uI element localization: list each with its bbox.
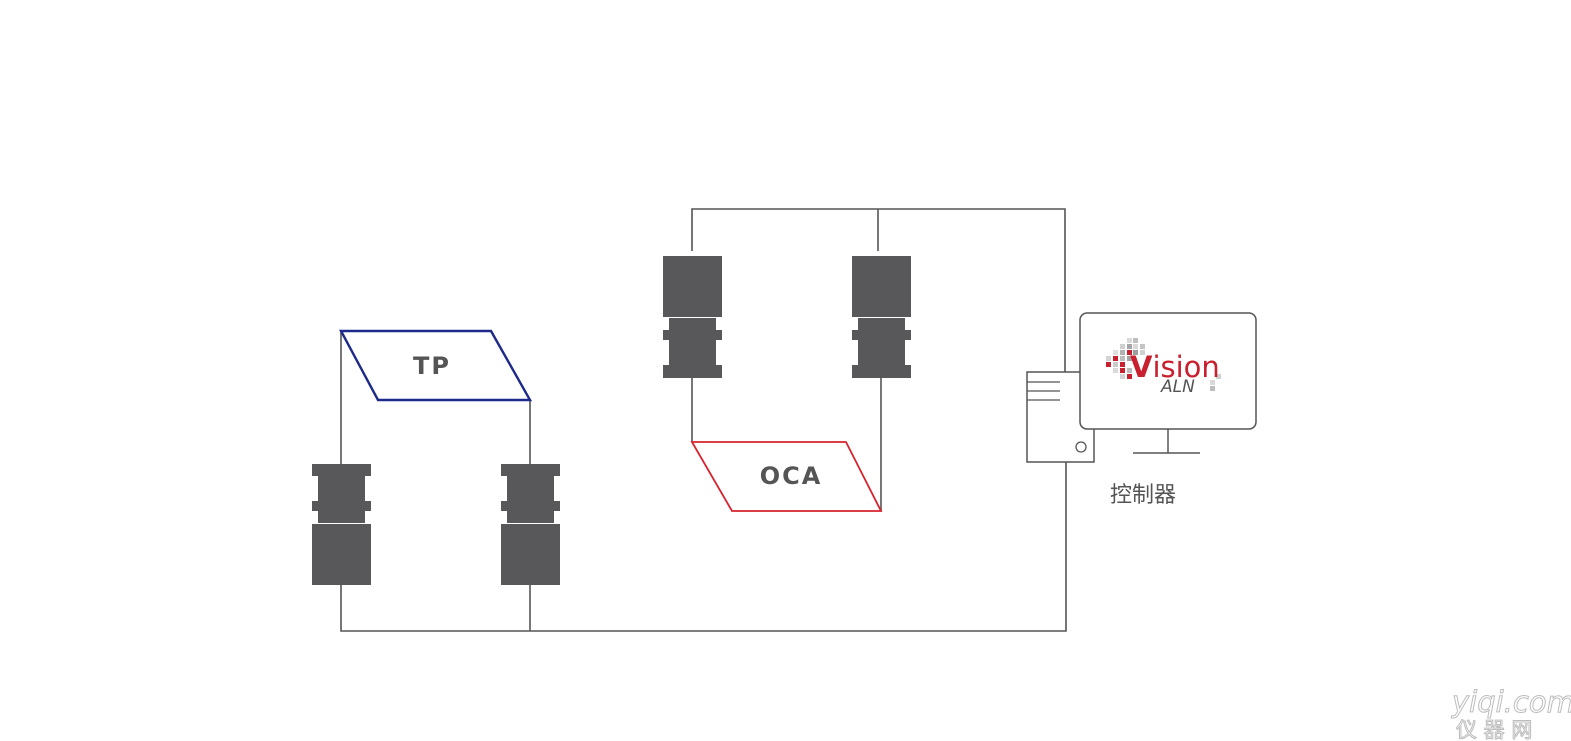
computer-monitor [1079,312,1257,454]
camera-bottom-left [312,464,371,585]
bottom-wire [340,462,1067,632]
oca-label: OCA [760,462,823,490]
watermark: yiqi.com 仪 器 网 [1451,685,1571,741]
oca-parallelogram [690,441,883,512]
power-button-icon [1075,441,1087,453]
camera-top-right [852,256,911,378]
controller-label: 控制器 [1110,483,1176,508]
logo-pixel-pattern [1106,338,1221,391]
logo-word: Vision [1130,350,1220,384]
tp-parallelogram [338,329,533,402]
logo-sub: ALN [1160,377,1195,397]
watermark-line2: 仪 器 网 [1456,718,1532,741]
tp-panel: TP [338,329,533,402]
wiring [340,208,1067,632]
camera-bottom-right [501,464,560,585]
controller-computer: Vision ALN 控制器 [1026,312,1257,508]
camera-top-left [663,256,722,378]
vision-aln-logo: Vision ALN [1106,338,1221,397]
watermark-line1: yiqi.com [1451,685,1571,719]
tp-label: TP [413,352,451,380]
oca-panel: OCA [690,441,883,512]
